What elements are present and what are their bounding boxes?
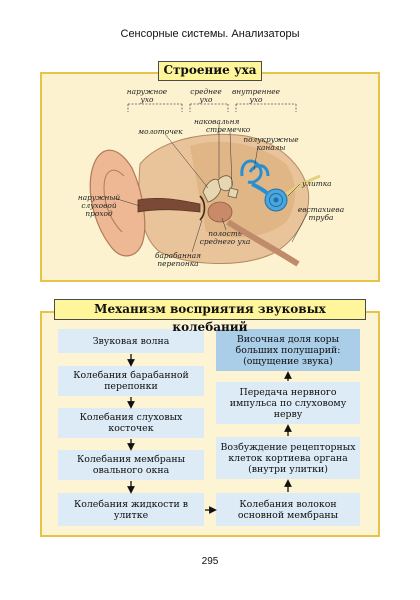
mechanism-title: Механизм восприятия звуковых колебаний [54,299,366,334]
flow-step-sound-wave: Звуковая волна [58,329,204,353]
anvil-label: наковальня [194,117,240,126]
ear-canal-label: наружный слуховой проход [77,193,121,218]
flow-step-basilar-membrane: Колебания волокон основной мембраны [216,493,360,526]
outer-ear-label: наружное ухо [126,87,168,104]
flow-step-oval-window: Колебания мембраны овального окна [58,450,204,480]
flow-step-eardrum: Колебания барабанной перепонки [58,366,204,396]
ear-structure-title: Строение уха [158,61,262,81]
hammer-label: молоточек [138,127,183,136]
flow-step-temporal-cortex: Височная доля коры больших полушарий: (о… [216,329,360,371]
inner-ear-label: внутреннее ухо [232,87,281,104]
flow-step-auditory-nerve: Передача нервного импульса по слуховому … [216,382,360,424]
middle-ear-label: среднее ухо [190,87,222,104]
stirrup-label: стремечко [206,125,251,134]
flow-step-receptor-cells: Возбуждение рецепторных клеток кортиева … [216,437,360,479]
page-number: 295 [201,556,219,567]
page-header: Сенсорные системы. Анализаторы [120,28,300,40]
eardrum-label: барабанная перепонка [154,251,201,268]
middle-ear-cavity-label: полость среднего уха [199,229,251,246]
semicircular-canals-label: полукружные каналы [243,135,299,152]
cochlea-label: улитка [302,179,332,188]
flow-step-ossicles: Колебания слуховых косточек [58,408,204,438]
eustachian-tube-label: евстахиева труба [297,205,345,222]
ear-illustration [89,103,321,267]
flow-step-cochlear-fluid: Колебания жидкости в улитке [58,493,204,526]
